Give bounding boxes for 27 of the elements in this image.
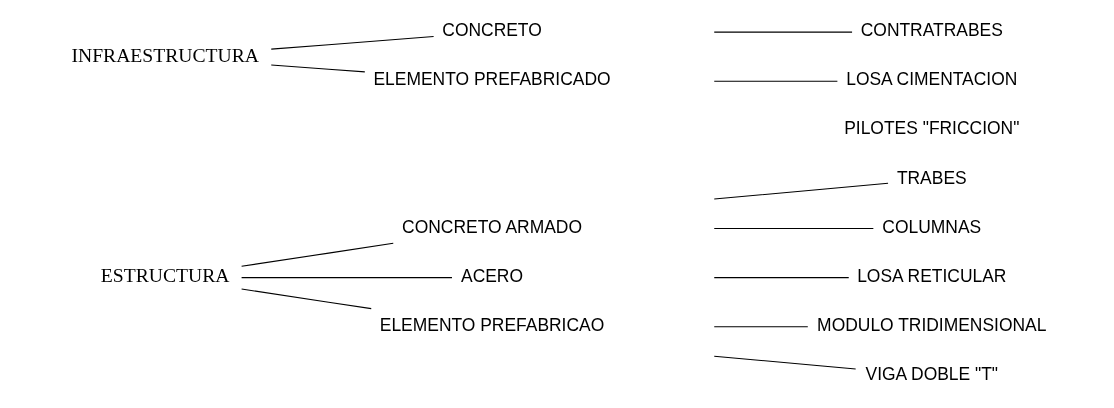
connector: [713, 326, 808, 328]
connector: [713, 80, 838, 82]
node-text: TRABES: [896, 167, 967, 188]
node-text: CONTRATRABES: [860, 20, 1003, 41]
node-text: ACERO: [460, 265, 523, 286]
node-text: MODULO TRIDIMENSIONAL: [816, 314, 1046, 335]
node-text: ESTRUCTURA: [100, 264, 230, 287]
node-text: COLUMNAS: [881, 216, 981, 237]
connector: [240, 288, 372, 310]
connector: [240, 242, 394, 267]
label: PILOTES "FRICCION": [843, 118, 1019, 139]
node-text: ELEMENTO PREFABRICADO: [372, 69, 611, 90]
connector: [240, 277, 453, 279]
node-text: LOSA CIMENTACION: [845, 69, 1017, 90]
node-text: CONCRETO: [441, 20, 542, 41]
connector: [713, 182, 889, 200]
connector: [270, 36, 434, 50]
connector: [270, 64, 365, 73]
node-text: CONCRETO ARMADO: [401, 216, 582, 237]
node-text: INFRAESTRUCTURA: [70, 44, 259, 67]
connector: [713, 31, 853, 33]
node-text: LOSA RETICULAR: [856, 265, 1006, 286]
connector: [713, 277, 849, 279]
connector: [713, 228, 874, 230]
node-text: VIGA DOBLE "T": [865, 364, 998, 385]
node-text: ELEMENTO PREFABRICAO: [379, 314, 604, 335]
connector: [713, 355, 856, 370]
